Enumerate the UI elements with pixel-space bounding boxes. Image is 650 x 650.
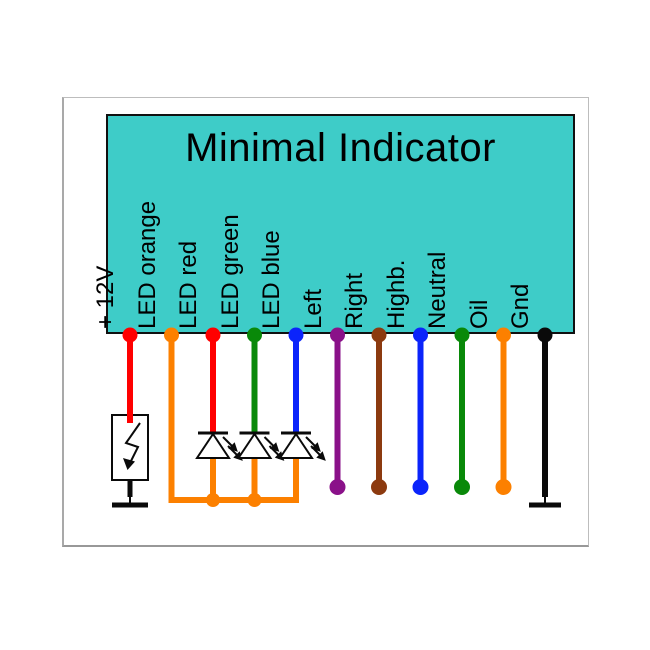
led-triangle [278, 432, 314, 459]
led-light-arrow-head [311, 442, 321, 452]
flasher-lamp-symbol [111, 414, 149, 481]
led-light-arrow-head [228, 442, 238, 452]
pin-label-highbeam: Highb. [382, 259, 410, 329]
pin-label-gnd: Gnd [507, 283, 534, 329]
lamp-flash-arrow-head [123, 458, 135, 470]
pin-dot-6 [371, 327, 387, 343]
pin-dot-5 [330, 327, 345, 343]
rail-junction-dot [247, 493, 262, 507]
led-light-arrow-head [269, 442, 280, 452]
led-triangle [195, 432, 231, 459]
pin-dot-3 [247, 327, 262, 343]
pin-dot-10 [537, 327, 553, 343]
wire-end-dot [329, 479, 346, 495]
pin-label-led-green: LED green [216, 214, 244, 329]
wire-end-dot [412, 479, 429, 495]
wire-end-dot [454, 479, 470, 495]
pin-label-left: Left [299, 288, 327, 329]
pin-label-led-blue: LED blue [258, 230, 285, 329]
led-common-rail [168, 335, 299, 503]
wire-end-dot [371, 479, 387, 495]
lamp-flash-arrow [124, 422, 141, 466]
rail-junction-dot [206, 493, 220, 507]
pin-dot-9 [496, 327, 511, 343]
pin-dot-8 [454, 327, 470, 343]
indicator-box [106, 114, 575, 334]
led-light-arrow-head [316, 451, 326, 461]
pin-dot-4 [288, 327, 304, 343]
wire-end-dot [495, 479, 512, 495]
pin-label-led-orange: LED orange [133, 200, 161, 329]
diagram-title: Minimal Indicator [185, 126, 496, 170]
pin-label-led-red: LED red [175, 240, 202, 329]
pin-dot-2 [205, 327, 221, 343]
pin-dot-7 [413, 327, 428, 343]
pin-label-neutral: Neutral [424, 251, 451, 329]
pin-label-oil: Oil [465, 299, 493, 329]
pin-dot-1 [164, 327, 179, 343]
pin-dot-0 [122, 327, 138, 343]
led-triangle [236, 432, 273, 459]
pin-label-right: Right [341, 272, 368, 329]
pin-label-plus-12v: + 12V [92, 265, 119, 329]
